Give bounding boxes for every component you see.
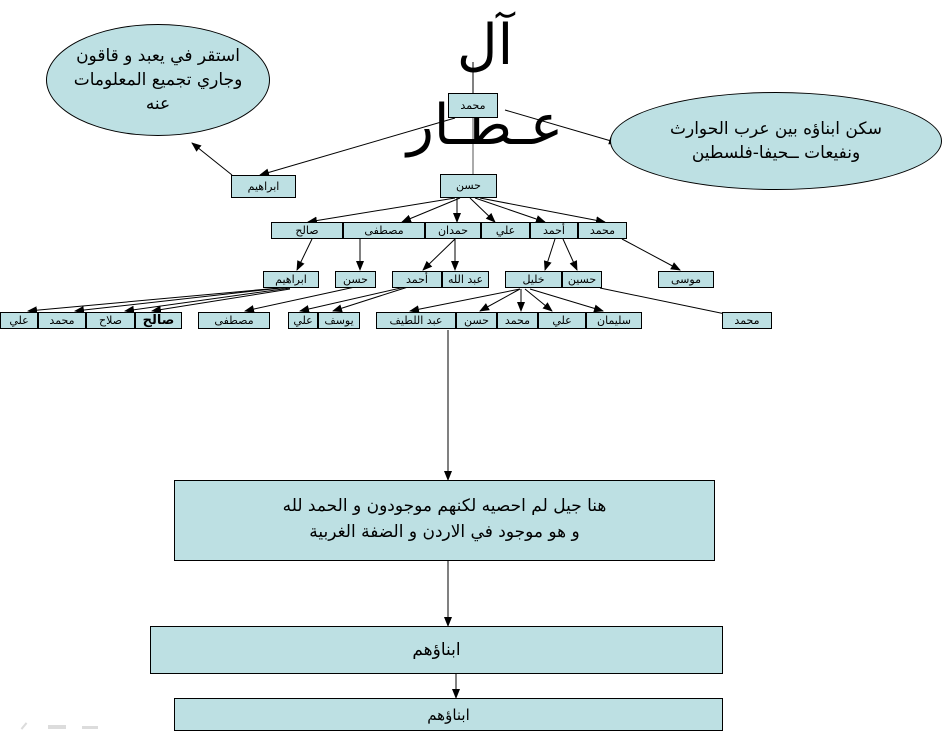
person-salih-g5[interactable]: صالح xyxy=(135,312,182,329)
person-muhammad-right-g5[interactable]: محمد xyxy=(722,312,772,329)
person-ali-g5[interactable]: علي xyxy=(0,312,38,329)
person-ahmad-g4[interactable]: أحمد xyxy=(392,271,442,288)
connector xyxy=(479,197,606,225)
person-ali[interactable]: علي xyxy=(481,222,530,239)
person-yusuf-g5[interactable]: يوسف xyxy=(318,312,360,329)
person-khalil-g4[interactable]: خليل xyxy=(505,271,562,288)
connector xyxy=(529,288,604,313)
person-hasan[interactable]: حسن xyxy=(440,174,497,198)
arrow-icon[interactable] xyxy=(82,726,98,729)
person-salah-g5[interactable]: صلاح xyxy=(86,312,135,329)
connector xyxy=(474,197,546,223)
connector xyxy=(259,117,456,177)
connector xyxy=(479,288,521,312)
note-right-line: ونفيعات ــحيفا-فلسطين xyxy=(691,143,861,163)
note-left-line: عنه xyxy=(145,94,171,114)
connector xyxy=(27,286,291,315)
person-ibrahim-g4[interactable]: ابراهيم xyxy=(263,271,319,288)
connector xyxy=(543,238,556,271)
connector xyxy=(504,109,619,145)
menu-icon[interactable] xyxy=(48,725,66,729)
family-title: آل عـطـار xyxy=(406,13,564,158)
connector xyxy=(332,286,409,313)
connector xyxy=(469,197,496,223)
slideshow-toolbar xyxy=(20,720,110,731)
generation-note-box: هنا جيل لم احصيه لكنهم موجودون و الحمد ل… xyxy=(174,480,715,561)
connector xyxy=(307,197,456,225)
connector xyxy=(74,286,291,314)
pen-icon[interactable] xyxy=(20,722,28,730)
person-mustafa[interactable]: مصطفى xyxy=(343,222,425,239)
generation-note-line: هنا جيل لم احصيه لكنهم موجودون و الحمد ل… xyxy=(282,496,607,516)
person-ali-right-g5[interactable]: علي xyxy=(538,312,586,329)
generation-note-line: و هو موجود في الاردن و الضفة الغربية xyxy=(309,522,580,542)
connector xyxy=(296,238,313,271)
person-muhammad-g5[interactable]: محمد xyxy=(38,312,86,329)
person-ali-mid-g5[interactable]: علي xyxy=(288,312,318,329)
connector xyxy=(401,197,461,223)
person-ahmad[interactable]: أحمد xyxy=(530,222,578,239)
connector xyxy=(409,288,521,314)
connector xyxy=(524,288,553,312)
descendants-box-2[interactable]: ابناؤهم xyxy=(174,698,723,731)
person-hamdan[interactable]: حمدان xyxy=(425,222,481,239)
note-left: استقر في يعبد و قاقون وجاري تجميع المعلو… xyxy=(46,24,270,136)
note-left-line: استقر في يعبد و قاقون xyxy=(76,46,240,66)
person-root-muhammad[interactable]: محمد xyxy=(448,93,498,118)
descendants-box-1[interactable]: ابناؤهم xyxy=(150,626,723,674)
connector xyxy=(191,142,233,176)
note-left-line: وجاري تجميع المعلومات xyxy=(73,70,243,90)
person-hasan-g4[interactable]: حسن xyxy=(335,271,376,288)
connector xyxy=(151,288,291,314)
person-abd-al-latif-g5[interactable]: عبد اللطيف xyxy=(376,312,456,329)
person-muhammad[interactable]: محمد xyxy=(578,222,627,239)
person-sulayman-g5[interactable]: سليمان xyxy=(586,312,642,329)
person-musa-g4[interactable]: موسى xyxy=(658,271,714,288)
connector xyxy=(299,286,406,313)
person-salih[interactable]: صالح xyxy=(271,222,343,239)
person-hasan-g5[interactable]: حسن xyxy=(456,312,497,329)
connector xyxy=(562,238,578,271)
note-right: سكن ابناؤه بين عرب الحوارث ونفيعات ــحيف… xyxy=(610,92,942,190)
person-ibrahim[interactable]: ابراهيم xyxy=(231,175,296,198)
connector xyxy=(422,238,456,271)
connector xyxy=(599,287,736,317)
person-mustafa-g5[interactable]: مصطفى xyxy=(198,312,270,329)
person-husayn-g4[interactable]: حسين xyxy=(562,271,602,288)
note-right-line: سكن ابناؤه بين عرب الحوارث xyxy=(670,119,882,139)
connector xyxy=(244,286,356,313)
person-abdullah-g4[interactable]: عبد الله xyxy=(442,271,489,288)
connector xyxy=(621,238,681,271)
person-muhammad-mid-g5[interactable]: محمد xyxy=(497,312,538,329)
